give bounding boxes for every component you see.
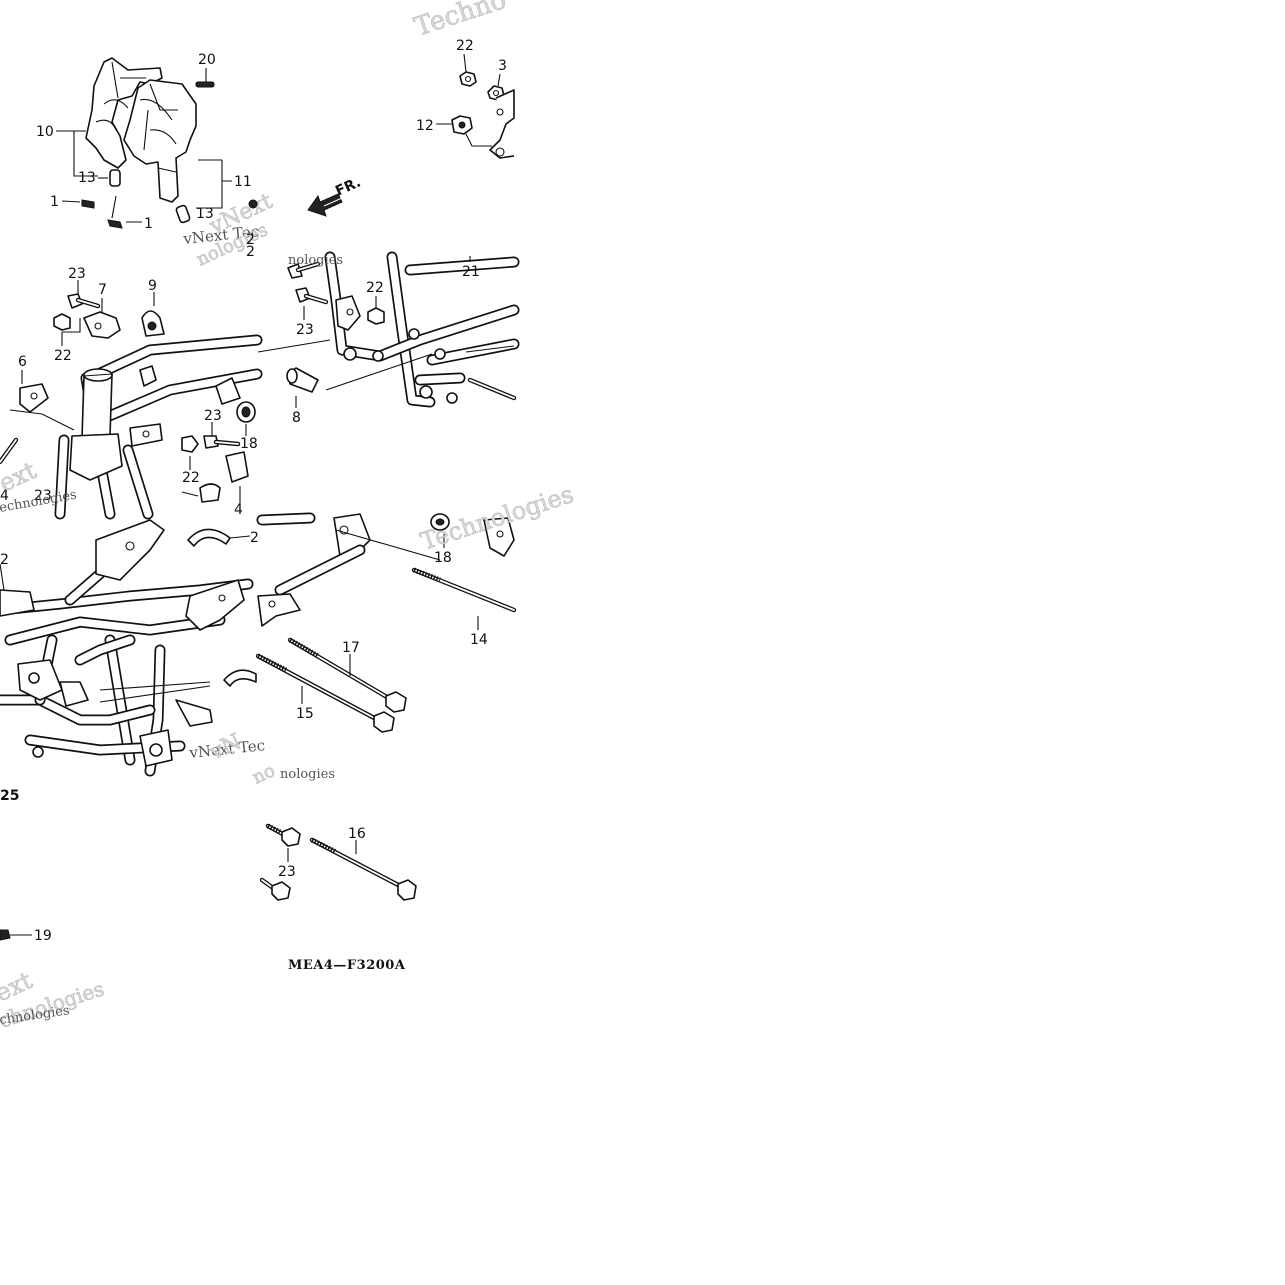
callout-10: 10 xyxy=(36,124,54,140)
nut-22 xyxy=(459,71,477,87)
bolt-lower-b xyxy=(259,877,291,901)
clamp-2-b xyxy=(223,669,257,687)
callout-25: 25 xyxy=(0,788,19,804)
callout-18: 18 xyxy=(240,436,258,452)
callout-4-b: 4 xyxy=(0,488,9,504)
bolt-23-rear xyxy=(295,287,329,305)
tile-long-bolts: 18 14 17 15 Technologies nologies no xyxy=(249,480,577,789)
clamp-2-a xyxy=(187,528,251,547)
callout-19: 19 xyxy=(34,928,52,944)
callout-22-top: 22 xyxy=(456,38,474,54)
callout-13b: 13 xyxy=(196,206,214,222)
long-bolt-16 xyxy=(309,837,417,901)
long-bolt-15 xyxy=(255,653,395,733)
callout-21: 21 xyxy=(462,264,480,280)
grommet-13a xyxy=(109,169,121,187)
screw-1b xyxy=(107,219,123,229)
callout-3: 3 xyxy=(498,58,507,74)
callout-6: 6 xyxy=(18,354,27,370)
callout-20: 20 xyxy=(198,52,216,68)
callout-8: 8 xyxy=(292,410,301,426)
tile-lower-left: 25 19 ext chnologies chnologies xyxy=(0,788,107,1033)
callout-14: 14 xyxy=(470,632,488,648)
lower-head-gusset xyxy=(69,433,123,481)
callout-7: 7 xyxy=(98,282,107,298)
front-cover-right xyxy=(123,79,197,203)
tile-main-frame: 2 2 vNext Tec vN xyxy=(0,519,266,777)
nut-22-a xyxy=(53,313,71,331)
callout-9: 9 xyxy=(148,278,157,294)
callout-23-b: 23 xyxy=(204,408,222,424)
svg-text:no: no xyxy=(249,760,278,789)
callout-2-left: 2 xyxy=(0,552,9,568)
callout-2-edge: 2 xyxy=(246,244,255,260)
callout-1b: 1 xyxy=(144,216,153,232)
spacer-8 xyxy=(286,367,319,393)
callout-11: 11 xyxy=(234,174,252,190)
callout-23-lower: 23 xyxy=(278,864,296,880)
clamp-9 xyxy=(141,310,165,337)
screw-1a xyxy=(81,199,95,209)
part-19 xyxy=(0,929,11,941)
long-bolt-17 xyxy=(287,637,407,713)
direction-label: FR. xyxy=(333,174,363,199)
callout-23-d: 23 xyxy=(296,322,314,338)
callout-23-c: 23 xyxy=(34,488,52,504)
callout-12: 12 xyxy=(416,118,434,134)
svg-text:vN: vN xyxy=(205,729,245,765)
callout-4: 4 xyxy=(234,502,243,518)
callout-23: 23 xyxy=(68,266,86,282)
callout-22-c: 22 xyxy=(182,470,200,486)
long-bolt-14 xyxy=(411,567,517,613)
bracket-7 xyxy=(83,311,121,339)
callout-16: 16 xyxy=(348,826,366,842)
callout-22-d: 22 xyxy=(366,280,384,296)
bracket-6 xyxy=(19,383,49,413)
front-cover-left xyxy=(85,57,163,169)
nut-22-rear xyxy=(367,307,385,325)
callout-2-right: 2 xyxy=(250,530,259,546)
tile-front-cover: 20 10 13 11 1 1 13 vNext Tec nologies vN… xyxy=(36,52,277,271)
tile-rear-frame: 21 22 23 8 nologies xyxy=(257,251,520,426)
watermark-nologies-2: nologies xyxy=(288,253,343,268)
callout-22-b: 22 xyxy=(54,348,72,364)
callout-1: 1 xyxy=(50,194,59,210)
svg-text:2: 2 xyxy=(246,232,255,248)
washer-18-b xyxy=(430,513,450,531)
callout-18-b: 18 xyxy=(434,550,452,566)
steering-head-tube xyxy=(81,373,113,439)
washer-18 xyxy=(236,401,256,423)
bolt-23-lower xyxy=(265,823,301,847)
callout-15: 15 xyxy=(296,706,314,722)
callout-13: 13 xyxy=(78,170,96,186)
part-20-clip xyxy=(195,81,215,88)
watermark-techno: Techno xyxy=(411,0,510,43)
front-direction-arrow: FR. xyxy=(307,174,363,217)
diagram-code: MEA4—F3200A xyxy=(288,958,406,973)
grommet-13b xyxy=(175,204,191,224)
watermark-nologies-3: nologies xyxy=(280,767,335,782)
tile-steering-head: 23 7 9 22 6 23 18 22 4 23 4 ext echnolog… xyxy=(0,266,263,520)
tile-brackets-top: Techno FR. 22 3 12 xyxy=(307,0,515,217)
tile-lower-bolts: 16 23 MEA4—F3200A xyxy=(259,823,417,973)
callout-17: 17 xyxy=(342,640,360,656)
bracket-top-right xyxy=(489,89,515,159)
bolt-23-a xyxy=(67,293,101,309)
